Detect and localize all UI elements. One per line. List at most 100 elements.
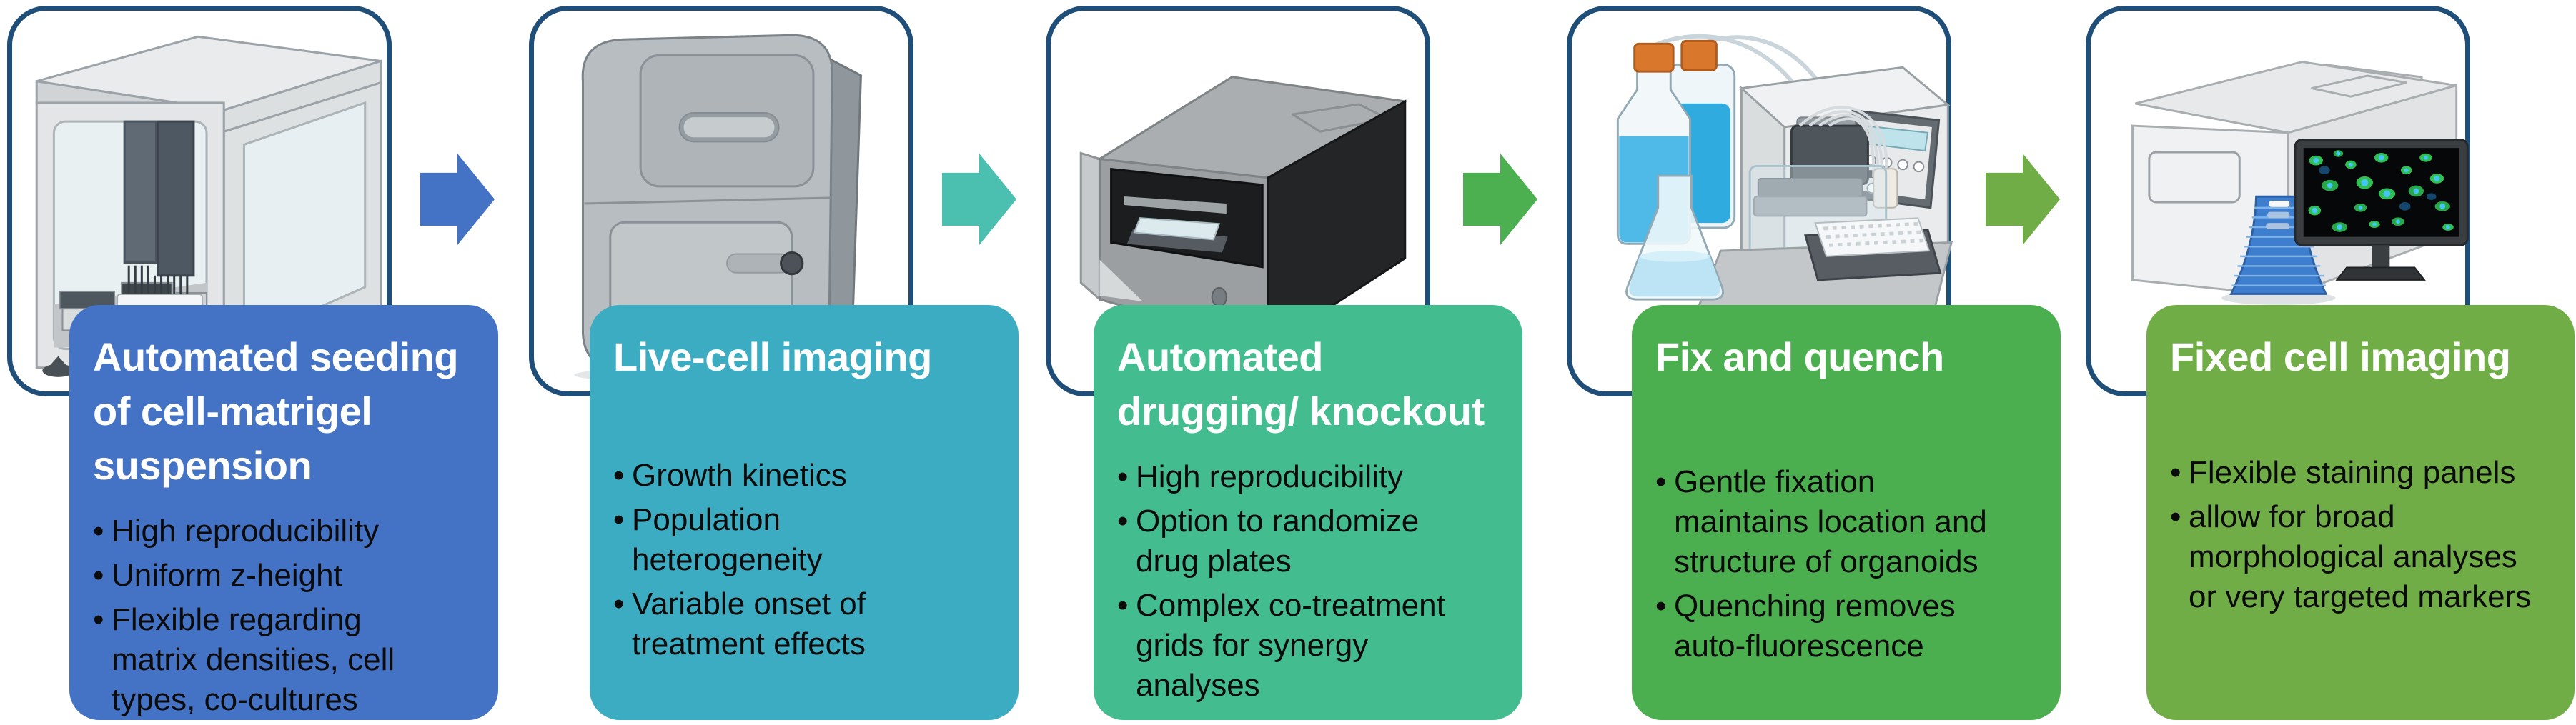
bullet-marker: • [613, 502, 625, 537]
reagent-bottle-icon [1616, 39, 1736, 245]
text-line: Fixed cell imaging [2170, 334, 2511, 379]
microplate-icon [1133, 217, 1221, 241]
text-line: structure of organoids [1674, 544, 1978, 579]
bullet-item: •High reproducibility [1117, 457, 1511, 497]
microplate-icon [1814, 217, 1931, 257]
text-line: treatment effects [632, 626, 866, 661]
bullet-text: Quenching removes auto-fluorescence [1674, 586, 1956, 666]
stage-title: Fix and quench [1655, 330, 2049, 384]
bullet-text: High reproducibility [112, 511, 379, 551]
text-line: maintains location and [1674, 504, 1987, 539]
text-line: allow for broad [2189, 499, 2395, 534]
text-line: heterogeneity [632, 542, 823, 577]
bullet-text: Flexible staining panels [2189, 453, 2515, 493]
drug-dispenser-icon [1079, 76, 1409, 350]
stage-bullets: •High reproducibility•Uniform z-height•F… [93, 511, 487, 720]
bullet-marker: • [613, 458, 625, 493]
text-line: Uniform z-height [112, 558, 342, 593]
bullet-marker: • [2170, 455, 2181, 490]
flow-arrow-1 [420, 154, 495, 245]
bullet-text: Gentle fixation maintains location and str… [1674, 462, 1987, 582]
bullet-marker: • [613, 586, 625, 621]
bullet-item: •Variable onset of treatment effects [613, 584, 1007, 664]
stage-title: Automated drugging/ knockout [1117, 330, 1511, 439]
bullet-marker: • [1655, 589, 1667, 624]
stage-title: Automated seeding of cell-matrigel suspens… [93, 330, 487, 493]
text-line: analyses [1136, 668, 1260, 703]
text-line: auto-fluorescence [1674, 629, 1924, 664]
bullet-marker: • [93, 558, 104, 593]
text-line: High reproducibility [1136, 459, 1404, 494]
bullet-marker: • [1117, 459, 1129, 494]
erlenmeyer-flask-icon [1625, 174, 1725, 301]
stage-title: Live-cell imaging [613, 330, 1007, 384]
bullet-text: Complex co-treatment grids for synergy ana… [1136, 586, 1445, 706]
bullet-item: •Population heterogeneity [613, 500, 1007, 580]
pipette-head-icon [117, 120, 203, 313]
stage-card-seeding: Automated seeding of cell-matrigel suspens… [69, 305, 498, 720]
power-button [1211, 286, 1227, 308]
text-line: Variable onset of [632, 586, 866, 621]
text-line: Flexible staining panels [2189, 455, 2516, 490]
bullet-text: Growth kinetics [632, 456, 847, 496]
flow-arrow-4 [1986, 154, 2060, 245]
bullet-item: •Growth kinetics [613, 456, 1007, 496]
stage-bullets: •Flexible staining panels•allow for broa… [2170, 453, 2563, 617]
equipment-frame-fix-quench [1567, 6, 1953, 396]
bullet-item: •Uniform z-height [93, 556, 487, 596]
text-line: of cell-matrigel [93, 389, 372, 434]
text-line: suspension [93, 443, 312, 488]
text-line: morphological analyses [2189, 539, 2517, 574]
stage-card-live-imaging: Live-cell imaging •Growth kinetics•Popul… [590, 305, 1019, 720]
bullet-item: •Quenching removes auto-fluorescence [1655, 586, 2049, 666]
stage-bullets: •High reproducibility•Option to randomiz… [1117, 457, 1511, 706]
text-line: Automated seeding [93, 334, 459, 379]
bullet-marker: • [93, 514, 104, 549]
stage-card-fixed-imaging: Fixed cell imaging •Flexible staining pa… [2146, 305, 2575, 720]
door-button [780, 251, 804, 276]
bullet-text: Population heterogeneity [632, 500, 823, 580]
flow-arrow-3 [1463, 154, 1537, 245]
microplate-carrier [1804, 217, 1942, 281]
text-line: Gentle fixation [1674, 464, 1876, 499]
bullet-text: allow for broad morphological analyses or … [2189, 497, 2531, 617]
text-line: Live-cell imaging [613, 334, 932, 379]
bullet-marker: • [93, 602, 104, 637]
bullet-marker: • [1117, 504, 1129, 539]
text-line: drug plates [1136, 544, 1292, 579]
front-slot [2148, 151, 2241, 204]
bullet-text: Uniform z-height [112, 556, 342, 596]
fixed-cell-imager-icon [2131, 61, 2469, 305]
text-line: grids for synergy [1136, 628, 1369, 663]
bullet-item: •Complex co-treatment grids for synergy an… [1117, 586, 1511, 706]
text-line: Quenching removes [1674, 589, 1956, 624]
monitor-icon [2294, 139, 2469, 281]
text-line: or very targeted markers [2189, 579, 2532, 614]
bullet-item: •Flexible staining panels [2170, 453, 2563, 493]
text-line: Growth kinetics [632, 458, 847, 493]
text-line: Complex co-treatment [1136, 588, 1445, 623]
bullet-text: High reproducibility [1136, 457, 1403, 497]
bullet-item: •allow for broad morphological analyses or… [2170, 497, 2563, 617]
glass-side-panel [242, 101, 367, 342]
bullet-item: •High reproducibility [93, 511, 487, 551]
stage-title: Fixed cell imaging [2170, 330, 2563, 384]
flow-arrow-2 [942, 154, 1016, 245]
text-line: drugging/ knockout [1117, 389, 1485, 434]
text-line: Population [632, 502, 781, 537]
bullet-marker: • [1117, 588, 1129, 623]
plate-washer-icon [1616, 34, 1953, 354]
bullet-marker: • [2170, 499, 2181, 534]
bullet-marker: • [1655, 464, 1667, 499]
text-line: Automated [1117, 334, 1323, 379]
text-line: types, co-cultures [112, 682, 358, 717]
text-line: High reproducibility [112, 514, 380, 549]
text-line: matrix densities, cell [112, 642, 395, 677]
